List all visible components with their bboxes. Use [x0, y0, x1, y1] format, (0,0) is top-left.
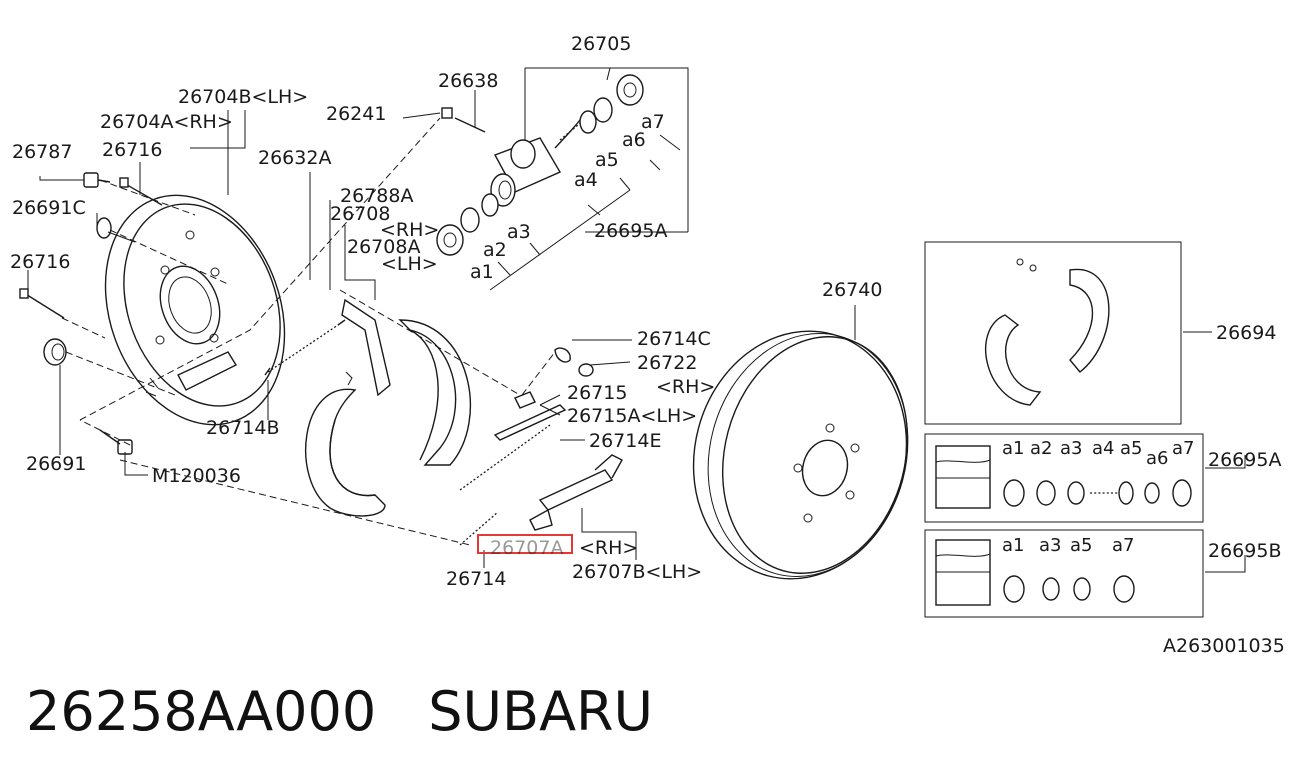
label-a3: a3: [507, 221, 531, 243]
springs: [264, 319, 623, 546]
label-26695a-top[interactable]: 26695A: [594, 220, 667, 242]
label-26716-lower[interactable]: 26716: [10, 251, 70, 273]
label-26715a[interactable]: 26715A<LH>: [567, 405, 697, 427]
kit-a-label-4: a4: [1092, 438, 1114, 459]
label-26691[interactable]: 26691: [26, 453, 86, 475]
label-a1: a1: [470, 261, 494, 283]
label-26714c[interactable]: 26714C: [637, 328, 711, 350]
kit-a-label-7: a7: [1172, 438, 1194, 459]
label-26707b[interactable]: 26707B<LH>: [572, 561, 702, 583]
brake-shoes: [304, 298, 471, 517]
highlight-box: [477, 534, 573, 554]
label-26714b[interactable]: 26714B: [206, 417, 279, 439]
label-26695a[interactable]: 26695A: [1208, 449, 1281, 471]
label-a6: a6: [622, 129, 646, 151]
label-26740[interactable]: 26740: [822, 279, 882, 301]
kit-a-label-5: a5: [1120, 438, 1142, 459]
reference-code: A263001035: [1163, 635, 1285, 657]
label-26708[interactable]: 26708: [330, 203, 390, 225]
label-26632a[interactable]: 26632A: [258, 147, 331, 169]
kit-b-label-5: a5: [1070, 535, 1092, 556]
brand-name: SUBARU: [428, 680, 654, 743]
kit-a-label-3: a3: [1060, 438, 1082, 459]
label-26788a[interactable]: 26788A: [340, 185, 413, 207]
label-a2: a2: [483, 239, 507, 261]
wheel-cylinder: [436, 74, 644, 256]
label-26708a-lh: <LH>: [381, 253, 438, 275]
label-26722[interactable]: 26722: [637, 352, 697, 374]
callout-brackets-top: [402, 67, 689, 291]
kit-a-label-6: a6: [1146, 448, 1168, 469]
kit-box-a: [924, 433, 1204, 523]
label-26694[interactable]: 26694: [1216, 322, 1276, 344]
kit-a-label-1: a1: [1002, 438, 1024, 459]
label-26241[interactable]: 26241: [326, 103, 386, 125]
label-26691c[interactable]: 26691C: [12, 197, 86, 219]
label-a7: a7: [641, 111, 665, 133]
label-26714e[interactable]: 26714E: [589, 430, 661, 452]
kit-box-b: [924, 529, 1204, 618]
label-m120036[interactable]: M120036: [152, 465, 241, 487]
label-26638[interactable]: 26638: [438, 70, 498, 92]
part-caption: 26258AA000 SUBARU: [26, 680, 705, 743]
label-26716-top[interactable]: 26716: [102, 139, 162, 161]
label-26705[interactable]: 26705: [571, 33, 631, 55]
leader-lines: [27, 110, 1246, 573]
part-number: 26258AA000: [26, 680, 377, 743]
label-26714[interactable]: 26714: [446, 568, 506, 590]
label-26695b[interactable]: 26695B: [1208, 540, 1281, 562]
label-26715[interactable]: 26715: [567, 382, 627, 404]
label-26708a[interactable]: 26708A: [347, 236, 420, 258]
kit-a-label-2: a2: [1030, 438, 1052, 459]
label-26707a-rh: <RH>: [579, 537, 638, 559]
explosion-lines-left: [61, 117, 556, 546]
label-a5: a5: [595, 149, 619, 171]
label-a4: a4: [574, 169, 598, 191]
label-26707a[interactable]: 26707A: [490, 537, 563, 559]
kit-b-label-7: a7: [1112, 535, 1134, 556]
label-26787[interactable]: 26787: [12, 141, 72, 163]
shoe-kit-box: [924, 241, 1182, 425]
part-labels: 26705 26638 26704B<LH> 26241 26704A<RH> …: [10, 33, 1285, 657]
backing-plate: [104, 194, 286, 426]
kit-b-label-3: a3: [1039, 535, 1061, 556]
label-26704a[interactable]: 26704A<RH>: [100, 111, 233, 133]
label-26722-rh: <RH>: [656, 376, 715, 398]
label-26708-rh: <RH>: [380, 219, 439, 241]
label-26704b[interactable]: 26704B<LH>: [178, 86, 308, 108]
kit-b-label-1: a1: [1002, 535, 1024, 556]
brake-drum: [692, 330, 909, 580]
